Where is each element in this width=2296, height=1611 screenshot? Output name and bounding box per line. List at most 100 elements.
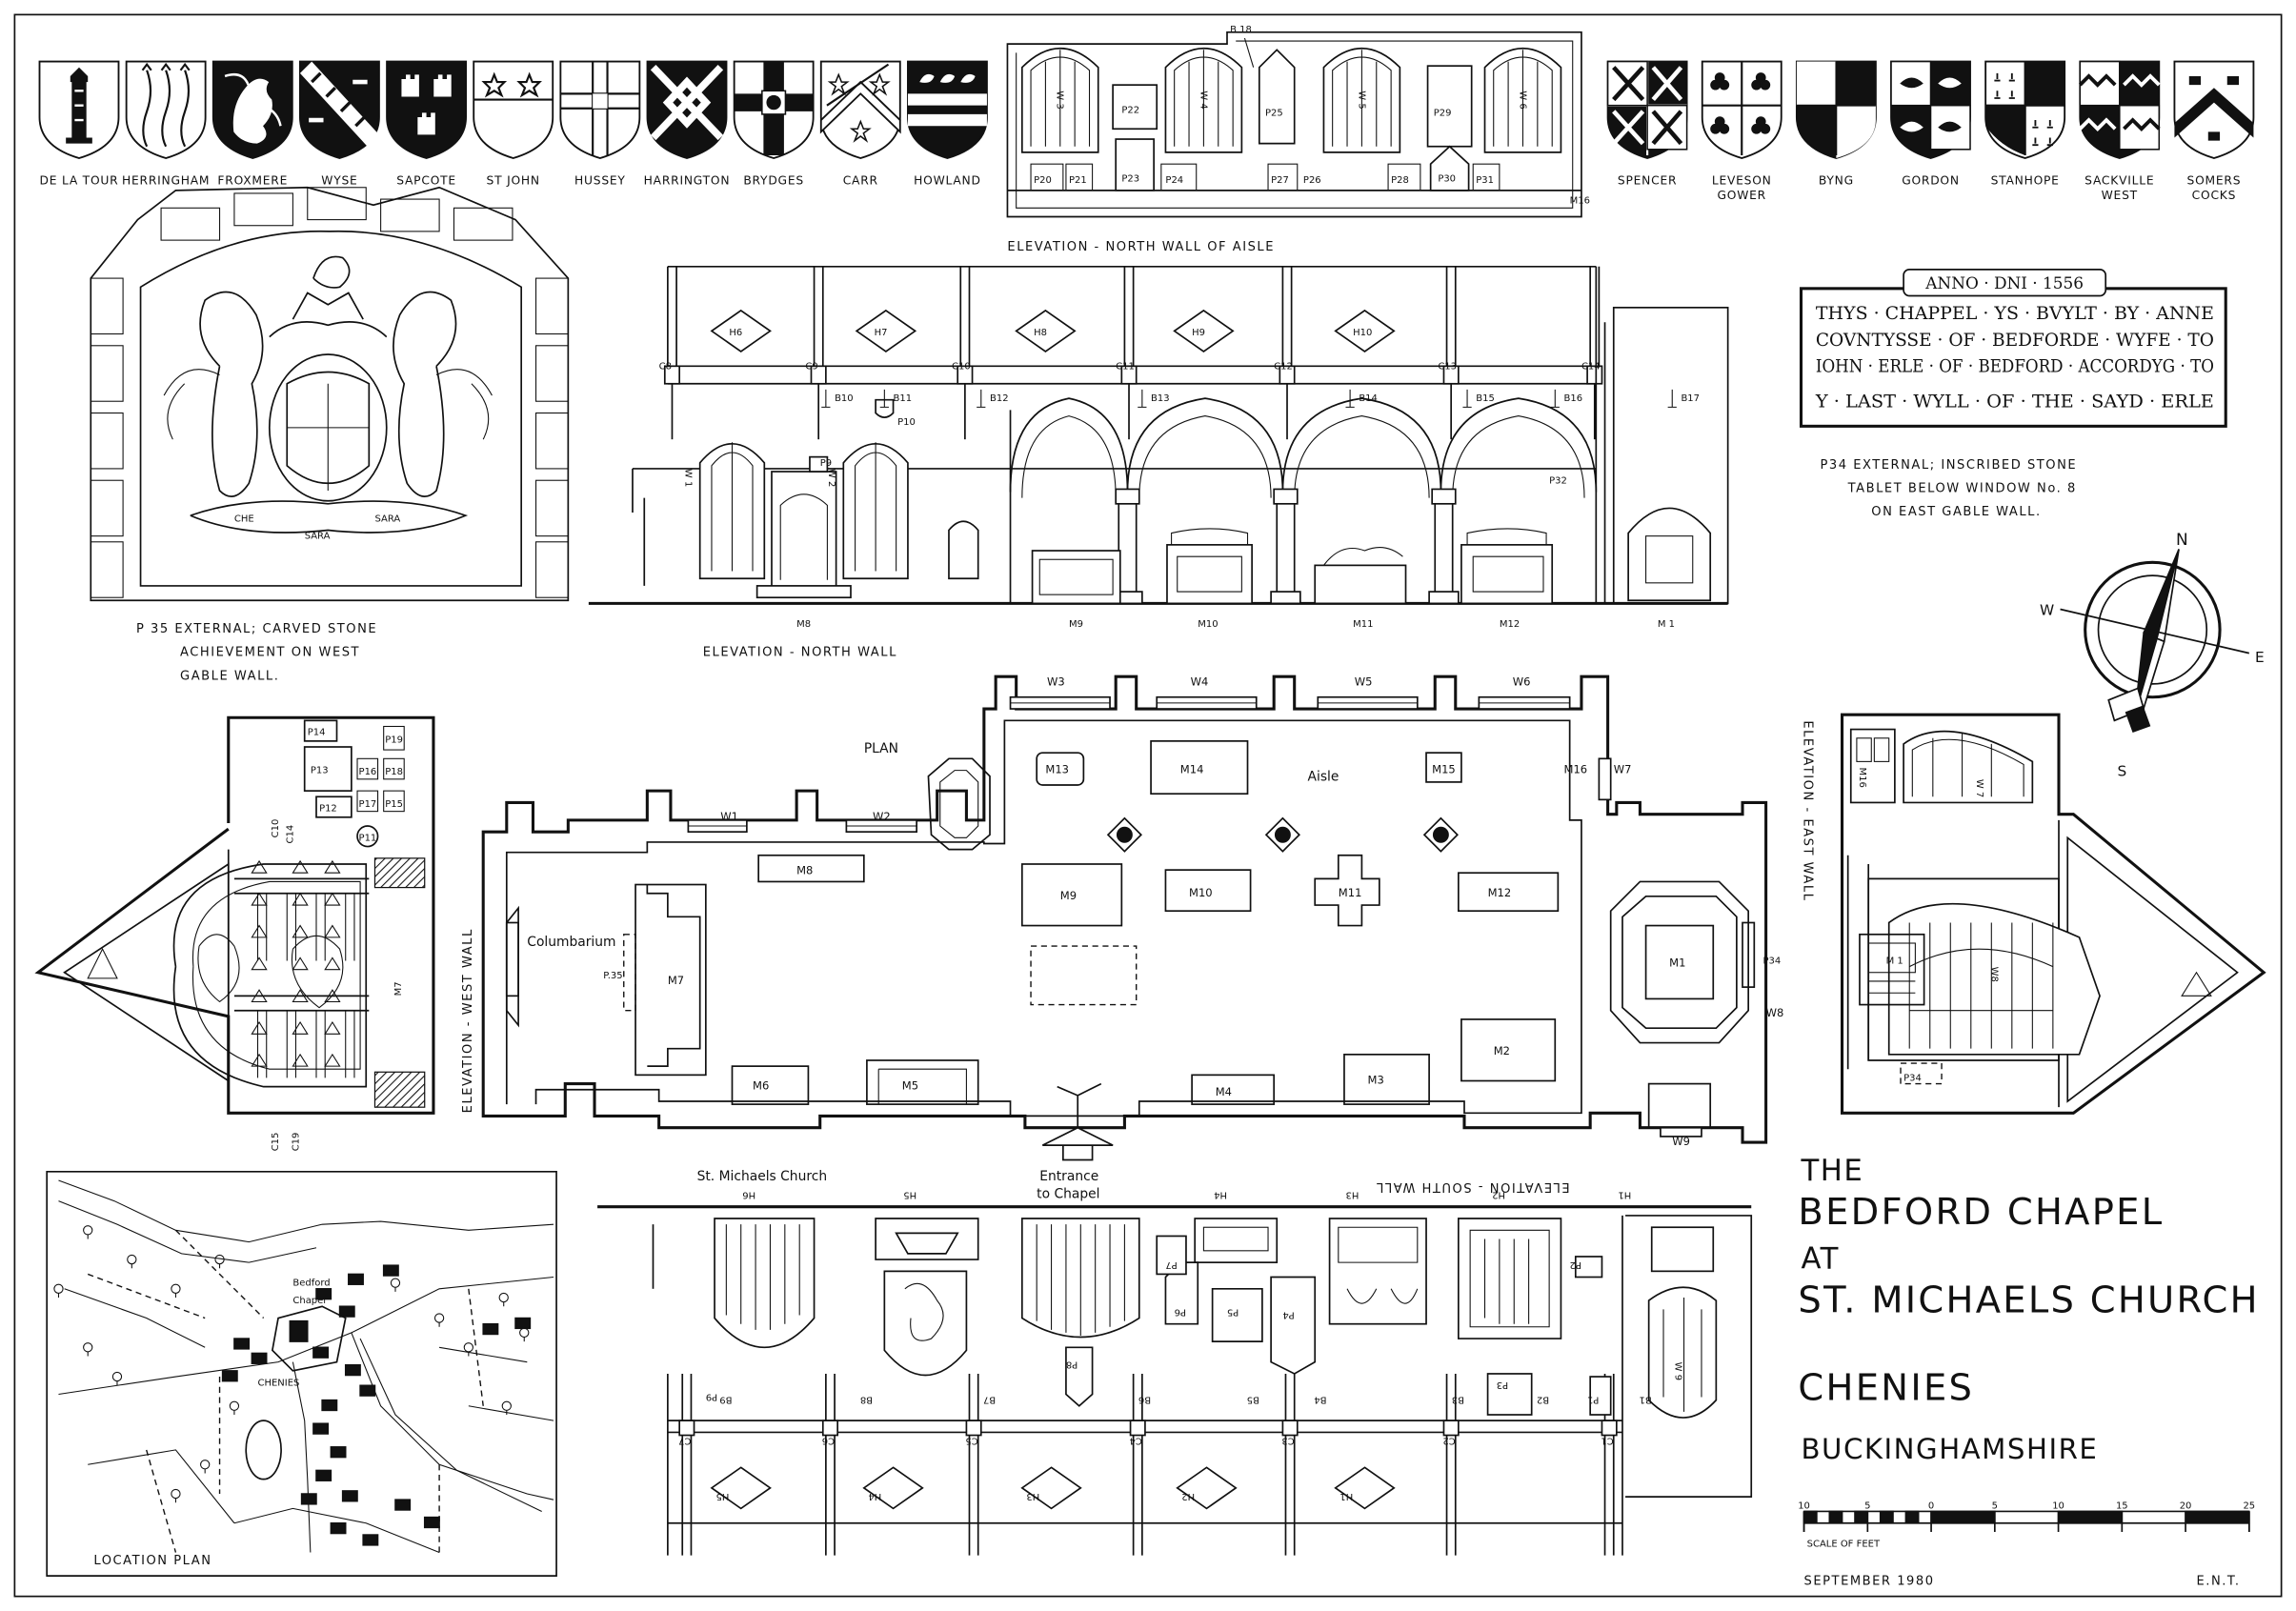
scale-tick-6: 20 bbox=[2180, 1500, 2192, 1511]
plan-window-label-3: W3 bbox=[1047, 675, 1065, 688]
south-corbel-c6: C6 bbox=[822, 1436, 835, 1446]
south-bracket-b6: B6 bbox=[1138, 1395, 1151, 1405]
north-monument-m9: M9 bbox=[1069, 619, 1083, 630]
plan-entrance-label-2: to Chapel bbox=[1037, 1186, 1099, 1201]
north-bracket-b14: B14 bbox=[1359, 393, 1378, 404]
shield-label-sackville: SACKVILLE bbox=[2085, 174, 2154, 188]
shield-label2-west: WEST bbox=[2102, 189, 2138, 202]
shield-herringham bbox=[125, 60, 207, 159]
aisle-plaque-p25: P25 bbox=[1265, 108, 1283, 118]
south-corbel-c1: C1 bbox=[1601, 1436, 1613, 1446]
plan-monument-m6: M6 bbox=[753, 1079, 769, 1093]
north-hatchment-label-6: H6 bbox=[729, 328, 742, 338]
plan-monument-m9: M9 bbox=[1060, 889, 1077, 902]
south-window-h6-grille bbox=[725, 1224, 800, 1330]
shield-label-sapcote: SAPCOTE bbox=[396, 174, 456, 188]
shield-label-wyse: WYSE bbox=[321, 174, 357, 188]
plan-tag-p34: P34 bbox=[1763, 957, 1782, 967]
aisle-plaque-p30: P30 bbox=[1438, 174, 1456, 185]
shield-label-somers: SOMERS bbox=[2187, 174, 2242, 188]
scale-tick-2: 0 bbox=[1928, 1500, 1934, 1511]
shield-gordon bbox=[1890, 60, 1971, 159]
aisle-plaque-p22: P22 bbox=[1121, 105, 1139, 115]
east-elevation: P34 M 1 W 7 W8 M16 ELEVATION - EAST WALL bbox=[1801, 713, 2266, 1115]
south-plaque-p3: P3 bbox=[1497, 1379, 1508, 1390]
aisle-plaque-p20: P20 bbox=[1034, 175, 1052, 186]
plan-monument-m11: M11 bbox=[1339, 886, 1362, 899]
aisle-plaque-p24: P24 bbox=[1165, 175, 1183, 186]
plan-monument-m14: M14 bbox=[1180, 763, 1204, 776]
achievement-motto-right: SARA bbox=[374, 514, 400, 524]
tablet-line-2: THYS · CHAPPEL · YS · BVYLT · BY · ANNE bbox=[1816, 304, 2214, 324]
scale-tick-1: 5 bbox=[1864, 1500, 1870, 1511]
north-corbel-c11: C11 bbox=[1116, 361, 1135, 372]
aisle-tag-p26: P26 bbox=[1303, 175, 1321, 186]
north-monument-m10: M10 bbox=[1198, 619, 1218, 630]
south-plaque-p4: P4 bbox=[1282, 1309, 1294, 1319]
south-bracket-b9: B9 bbox=[719, 1395, 732, 1405]
north-hatchment-label-9: H9 bbox=[1192, 328, 1205, 338]
aisle-plaque-p28: P28 bbox=[1391, 175, 1409, 186]
shield-sackville bbox=[2078, 60, 2161, 159]
shield-label-harrington: HARRINGTON bbox=[644, 174, 731, 188]
south-corbel-c5: C5 bbox=[965, 1436, 977, 1446]
plan-window-label-1: W1 bbox=[720, 810, 738, 823]
north-window-w2: W 2 bbox=[826, 469, 836, 487]
aisle-plaque-p31: P31 bbox=[1476, 175, 1494, 186]
south-hatchment-top-label-5: H2 bbox=[1492, 1189, 1505, 1199]
west-corbel-c15: C15 bbox=[271, 1133, 281, 1152]
north-hatchment-label-7: H7 bbox=[875, 328, 888, 338]
shield-harrington bbox=[646, 60, 728, 159]
south-hatchment-top-label-2: H5 bbox=[903, 1189, 916, 1199]
south-plaque-p5: P5 bbox=[1227, 1306, 1239, 1317]
south-hatchment-low-label-4: H2 bbox=[1181, 1491, 1195, 1501]
title-line-2: BEDFORD CHAPEL bbox=[1798, 1191, 2164, 1234]
location-village-label: CHENIES bbox=[258, 1378, 300, 1388]
north-hatchment-6 bbox=[710, 309, 772, 352]
south-hatchment-low-label-5: H1 bbox=[1339, 1491, 1353, 1501]
sheet-border bbox=[13, 13, 2283, 1598]
plan-window-w7 bbox=[1598, 757, 1612, 801]
scale-tick-4: 10 bbox=[2052, 1500, 2064, 1511]
west-plaque-p18: P18 bbox=[385, 767, 403, 777]
shield-st-john bbox=[473, 60, 554, 159]
title-place: CHENIES bbox=[1798, 1367, 1974, 1410]
north-hatchment-8 bbox=[1015, 309, 1077, 352]
plan-window-label-4: W4 bbox=[1191, 675, 1209, 688]
west-plaque-p12: P12 bbox=[319, 804, 337, 815]
plan-monument-m7: M7 bbox=[668, 974, 684, 987]
plan-monument-m5: M5 bbox=[902, 1079, 918, 1093]
south-bracket-b4: B4 bbox=[1314, 1395, 1326, 1405]
title-block: THE BEDFORD CHAPEL AT ST. MICHAELS CHURC… bbox=[1798, 1154, 2257, 1588]
south-plaque-p6: P6 bbox=[1175, 1306, 1186, 1317]
tablet-line-4: IOHN · ERLE · OF · BEDFORD · ACCORDYG · … bbox=[1816, 356, 2214, 376]
south-hatchment-top-label-4: H3 bbox=[1345, 1189, 1359, 1199]
south-plaque-p7: P7 bbox=[1165, 1259, 1177, 1270]
north-arrow: N S E W bbox=[2040, 530, 2265, 780]
aisle-plaque-p23: P23 bbox=[1121, 174, 1139, 185]
south-hatchment-low-1 bbox=[710, 1466, 772, 1510]
shield-label-froxmere: FROXMERE bbox=[217, 174, 288, 188]
east-monument-m1: M 1 bbox=[1886, 957, 1903, 967]
south-corbel-c4: C4 bbox=[1130, 1436, 1142, 1446]
north-tag-p10: P10 bbox=[897, 417, 916, 428]
inscribed-tablet-p34: ANNO · DNI · 1556 THYS · CHAPPEL · YS · … bbox=[1799, 269, 2227, 519]
south-plaque-p8: P8 bbox=[1066, 1359, 1078, 1370]
west-corbel-c10: C10 bbox=[271, 819, 281, 838]
north-monument-m8: M8 bbox=[796, 619, 811, 630]
shield-howland bbox=[907, 60, 988, 159]
north-bracket-b17: B17 bbox=[1681, 393, 1700, 404]
aisle-window-label-5: W 5 bbox=[1356, 91, 1366, 109]
achievement-caption-2: ACHIEVEMENT ON WEST bbox=[180, 646, 360, 660]
south-corbel-c2: C2 bbox=[1442, 1436, 1455, 1446]
plan-church-label: St. Michaels Church bbox=[697, 1169, 827, 1184]
shield-stanhope bbox=[1984, 60, 2066, 159]
north-bracket-b10: B10 bbox=[835, 393, 854, 404]
achievement-caption-3: GABLE WALL. bbox=[180, 669, 279, 683]
north-monument-m11: M11 bbox=[1353, 619, 1373, 630]
plan-monument-m13: M13 bbox=[1045, 763, 1069, 776]
